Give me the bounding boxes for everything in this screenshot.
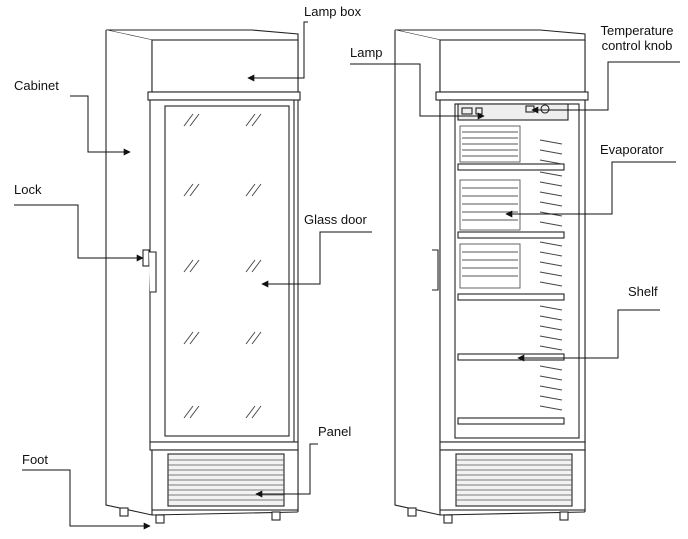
label-panel: Panel xyxy=(318,424,352,439)
glass-door xyxy=(149,99,295,443)
label-lamp: Lamp xyxy=(350,45,383,60)
label-lamp-box: Lamp box xyxy=(304,4,362,19)
foot xyxy=(119,507,281,524)
label-temperature-control-knob: Temperature control knob xyxy=(590,23,684,53)
label-foot: Foot xyxy=(22,452,49,467)
label-shelf: Shelf xyxy=(628,284,658,299)
label-temperature-line1: Temperature xyxy=(600,23,674,38)
label-temperature-line2: control knob xyxy=(601,38,673,53)
evaporator xyxy=(459,125,521,289)
lock xyxy=(142,249,157,293)
closed-refrigerator xyxy=(105,29,301,524)
label-lock: Lock xyxy=(14,182,42,197)
shelf xyxy=(457,163,565,425)
open-refrigerator xyxy=(394,29,589,524)
leader-lines xyxy=(14,21,680,530)
label-evaporator: Evaporator xyxy=(600,142,664,157)
panel xyxy=(149,441,299,511)
lamp xyxy=(457,103,569,121)
label-cabinet: Cabinet xyxy=(14,78,59,93)
lamp-box xyxy=(147,39,301,101)
label-glass-door: Glass door xyxy=(304,212,367,227)
